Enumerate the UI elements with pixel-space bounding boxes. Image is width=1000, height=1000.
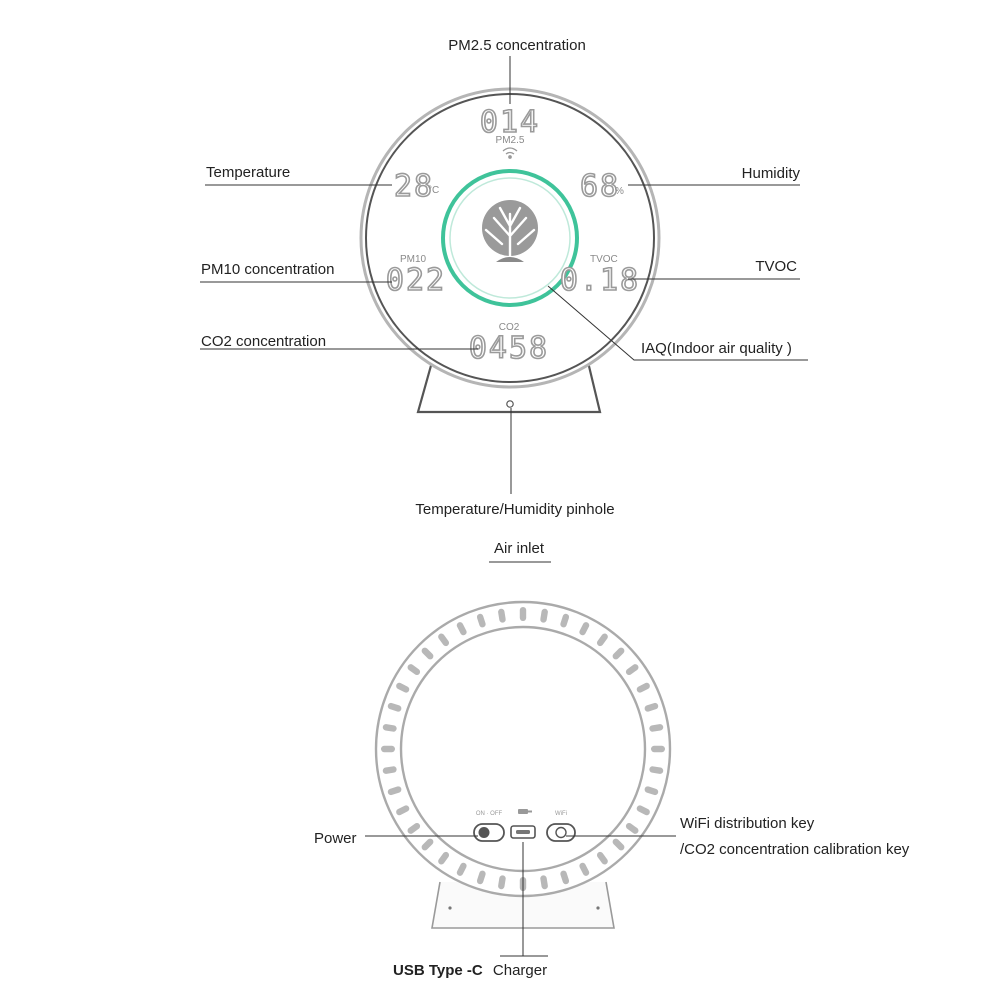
air-inlet-slot [579, 862, 590, 876]
pm25-callout: PM2.5 concentration [448, 37, 586, 54]
tvoc-display-label: TVOC [590, 254, 618, 265]
tvoc-readout: 0.18 [560, 263, 640, 298]
air-inlet-slot [396, 682, 410, 693]
air-inlet-slot [498, 608, 506, 623]
control-panel: ON · OFF WiFi [473, 809, 576, 842]
air-inlet-slot [644, 702, 659, 712]
wifi-key-callout-line1: WiFi distribution key [680, 815, 815, 832]
air-inlet-slot [636, 805, 650, 816]
air-inlet-slot [421, 838, 434, 851]
humidity-unit: % [615, 186, 624, 197]
air-inlet-slot [636, 682, 650, 693]
temperature-callout: Temperature [206, 164, 290, 181]
pm25-display-label: PM2.5 [496, 135, 525, 146]
usb-c-port[interactable] [510, 825, 536, 839]
wifi-icon [502, 147, 518, 159]
air-inlet-slot [644, 786, 659, 796]
iaq-leader [547, 285, 808, 361]
back-view: ON · OFF WiFi Air in [314, 540, 910, 979]
pinhole-callout: Temperature/Humidity pinhole [415, 501, 614, 518]
air-inlet-slot [387, 786, 402, 796]
usb-callout: USB Type -C Charger [393, 962, 547, 979]
air-inlet-slot [382, 766, 397, 774]
air-inlet-slot [381, 745, 395, 753]
air-inlet-slot [651, 745, 665, 753]
temperature-unit: °C [428, 185, 439, 196]
air-inlet-slot [438, 633, 450, 647]
usb-callout-bold: USB Type -C [393, 962, 483, 979]
air-inlet-slot [596, 851, 608, 865]
air-inlet-slot [387, 702, 402, 712]
air-inlet-slot [456, 862, 467, 876]
co2-display-label: CO2 [499, 322, 520, 333]
power-switch[interactable] [473, 823, 505, 842]
tree-icon [482, 200, 538, 262]
air-inlet-slot [476, 613, 486, 628]
pm10-callout: PM10 concentration [201, 261, 334, 278]
air-inlet-slot [382, 724, 397, 732]
air-inlet-slot [407, 664, 421, 676]
wifi-calibration-key[interactable] [546, 823, 576, 842]
humidity-readout: 68 [580, 169, 620, 204]
co2-callout: CO2 concentration [201, 333, 326, 350]
air-inlet-slot [540, 608, 548, 623]
air-inlet-slot [421, 647, 434, 660]
air-inlet-slot [649, 766, 664, 774]
air-inlet-slot [579, 622, 590, 636]
air-inlet-slot [396, 805, 410, 816]
air-inlet-slot [596, 633, 608, 647]
temperature-readout: 28 [394, 169, 434, 204]
air-inlet-slot [560, 870, 570, 885]
tvoc-callout: TVOC [755, 258, 797, 275]
wifi-key-callout-line2: /CO2 concentration calibration key [680, 841, 910, 858]
air-inlet-slot [612, 647, 625, 660]
wifi-key-label: WiFi [555, 811, 567, 817]
air-inlet-slot [498, 875, 506, 890]
stand-screw-right [596, 906, 600, 910]
pm10-readout: 022 [386, 263, 446, 298]
air-inlet-slot [456, 622, 467, 636]
stand-screw-left [448, 906, 452, 910]
charger-icon [518, 809, 532, 814]
air-inlet-slot [407, 822, 421, 834]
air-inlet-slot [625, 822, 639, 834]
pm25-readout: 014 [480, 105, 540, 140]
humidity-callout: Humidity [742, 165, 801, 182]
air-inlet-vents [381, 607, 665, 891]
air-inlet-callout: Air inlet [494, 540, 545, 557]
front-view: 014 PM2.5 28 °C 68 % PM10 022 TVOC 0.18 … [200, 37, 808, 518]
front-stand [416, 361, 602, 414]
air-inlet-slot [560, 613, 570, 628]
power-callout: Power [314, 830, 357, 847]
air-inlet-slot [625, 664, 639, 676]
onoff-label: ON · OFF [476, 811, 503, 817]
iaq-callout: IAQ(Indoor air quality ) [641, 340, 792, 357]
air-inlet-slot [540, 875, 548, 890]
air-inlet-slot [476, 870, 486, 885]
air-inlet-slot [519, 607, 527, 621]
air-inlet-slot [612, 838, 625, 851]
air-inlet-slot [438, 851, 450, 865]
pm10-display-label: PM10 [400, 254, 427, 265]
usb-callout-rest: Charger [493, 962, 547, 979]
co2-readout: 0458 [469, 331, 549, 366]
pinhole-icon [506, 400, 514, 408]
air-inlet-slot [649, 724, 664, 732]
